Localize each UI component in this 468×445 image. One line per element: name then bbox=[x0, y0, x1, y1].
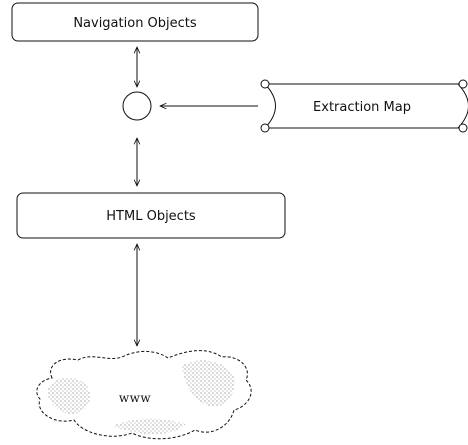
www-cloud-node: www bbox=[36, 350, 252, 440]
navigation-objects-label: Navigation Objects bbox=[73, 16, 197, 31]
extraction-map-corner bbox=[458, 123, 468, 133]
navigation-objects-box bbox=[11, 2, 259, 42]
navigation-objects-node: Navigation Objects bbox=[11, 2, 259, 42]
html-objects-box bbox=[16, 192, 286, 239]
html-objects-node: HTML Objects bbox=[16, 192, 286, 239]
www-cloud-shading bbox=[47, 377, 90, 414]
extraction-map-corner bbox=[260, 79, 270, 89]
www-cloud-shading bbox=[112, 418, 186, 435]
www-label: www bbox=[119, 391, 152, 405]
extraction-map-corner bbox=[260, 123, 270, 133]
extraction-map-label: Extraction Map bbox=[313, 100, 411, 115]
extraction-map-shape bbox=[263, 83, 468, 129]
extraction-map-corner bbox=[458, 79, 468, 89]
junction-circle bbox=[122, 91, 152, 121]
extraction-map-node: Extraction Map bbox=[260, 79, 468, 133]
html-objects-label: HTML Objects bbox=[106, 209, 196, 224]
www-cloud-shading bbox=[182, 360, 235, 407]
